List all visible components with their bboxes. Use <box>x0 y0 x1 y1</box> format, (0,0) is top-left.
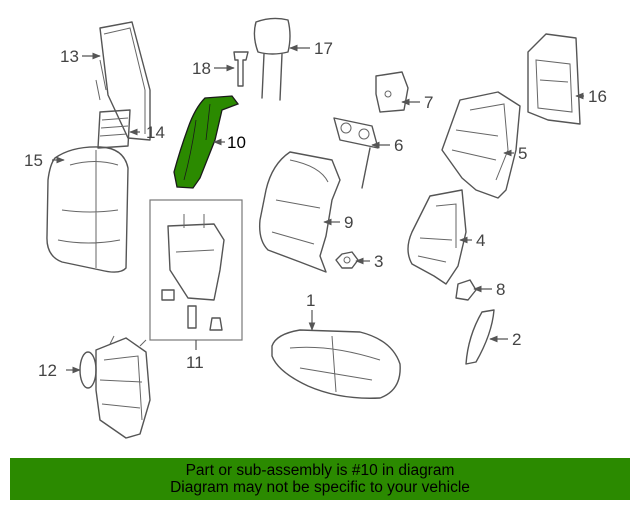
banner-line-1: Part or sub-assembly is #10 in diagram <box>185 462 455 479</box>
callout-1: 1 <box>306 291 315 310</box>
part-16-back-panel[interactable] <box>527 33 581 125</box>
callout-18: 18 <box>192 59 211 78</box>
callout-15: 15 <box>24 151 43 170</box>
seat-parts-diagram: 13 18 17 7 14 10 6 16 5 15 9 4 3 8 2 1 1… <box>24 17 607 439</box>
callout-10: 10 <box>227 133 246 152</box>
part-14-pad[interactable] <box>97 109 131 149</box>
part-11-kit[interactable] <box>149 199 243 341</box>
callout-2: 2 <box>512 330 521 349</box>
part-12-frame[interactable] <box>79 335 151 439</box>
callout-17: 17 <box>314 39 333 58</box>
part-1-seat-cushion[interactable] <box>271 329 401 399</box>
part-2-trim[interactable] <box>465 309 495 365</box>
part-7-bracket[interactable] <box>375 71 409 113</box>
part-5-back-frame[interactable] <box>441 91 521 199</box>
part-4-frame[interactable] <box>407 189 467 285</box>
part-15-seatback-cover[interactable] <box>46 146 129 273</box>
callout-7: 7 <box>424 93 433 112</box>
callout-6: 6 <box>394 136 403 155</box>
part-13-frame-wire[interactable] <box>95 21 151 141</box>
part-18-headrest-guide[interactable] <box>233 51 249 87</box>
part-8-clip[interactable] <box>455 279 477 301</box>
part-17-headrest[interactable] <box>253 17 291 101</box>
callout-4: 4 <box>476 231 485 250</box>
callout-16: 16 <box>588 87 607 106</box>
part-6-plate[interactable] <box>333 117 379 189</box>
part-10-side-bolster-highlighted[interactable] <box>173 95 240 189</box>
part-3-nut[interactable] <box>335 251 359 269</box>
callout-5: 5 <box>518 144 527 163</box>
callout-3: 3 <box>374 252 383 271</box>
callout-12: 12 <box>38 361 57 380</box>
diagram-notice-banner: Part or sub-assembly is #10 in diagram D… <box>10 458 630 500</box>
callout-11: 11 <box>186 353 204 372</box>
banner-line-2: Diagram may not be specific to your vehi… <box>170 479 470 496</box>
callout-9: 9 <box>344 213 353 232</box>
callout-13: 13 <box>60 47 79 66</box>
part-9-seatback-shell[interactable] <box>258 151 341 273</box>
callout-14: 14 <box>146 123 165 142</box>
callout-8: 8 <box>496 280 505 299</box>
